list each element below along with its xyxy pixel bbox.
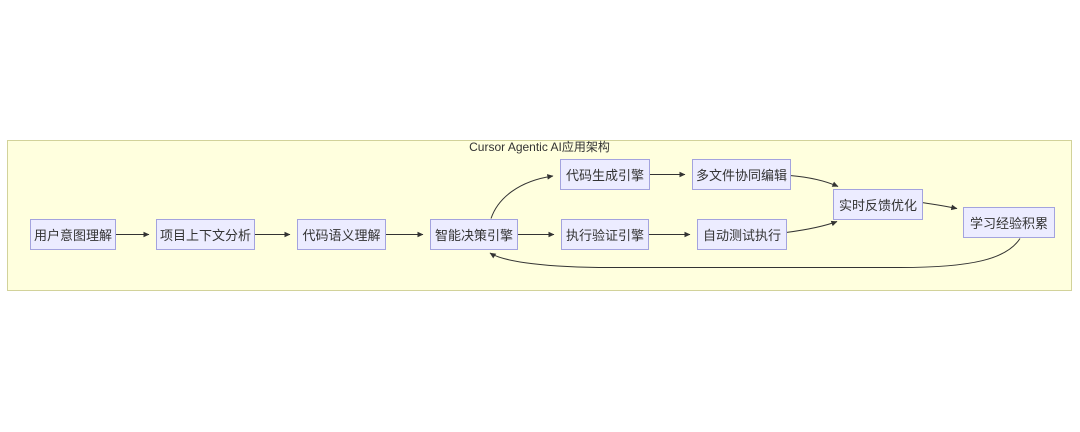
node-execution-verification: 执行验证引擎 (561, 219, 649, 250)
node-code-semantics: 代码语义理解 (297, 219, 386, 250)
node-user-intent-label: 用户意图理解 (33, 228, 112, 243)
node-project-context: 项目上下文分析 (156, 219, 255, 250)
node-code-generation: 代码生成引擎 (560, 159, 650, 190)
node-auto-testing: 自动测试执行 (697, 219, 787, 250)
node-code-semantics-label: 代码语义理解 (302, 228, 381, 243)
node-learning-accumulation-label: 学习经验积累 (969, 216, 1048, 231)
node-realtime-feedback: 实时反馈优化 (833, 189, 923, 220)
node-code-generation-label: 代码生成引擎 (565, 168, 644, 183)
node-user-intent: 用户意图理解 (30, 219, 116, 250)
node-decision-engine: 智能决策引擎 (430, 219, 518, 250)
diagram-title: Cursor Agentic AI应用架构 (469, 140, 610, 154)
node-realtime-feedback-label: 实时反馈优化 (838, 198, 917, 213)
node-project-context-label: 项目上下文分析 (159, 228, 251, 243)
node-auto-testing-label: 自动测试执行 (702, 228, 781, 243)
node-learning-accumulation: 学习经验积累 (963, 207, 1055, 238)
node-decision-engine-label: 智能决策引擎 (434, 228, 513, 243)
node-multi-file-editing-label: 多文件协同编辑 (695, 168, 787, 183)
node-multi-file-editing: 多文件协同编辑 (692, 159, 791, 190)
node-execution-verification-label: 执行验证引擎 (565, 228, 644, 243)
